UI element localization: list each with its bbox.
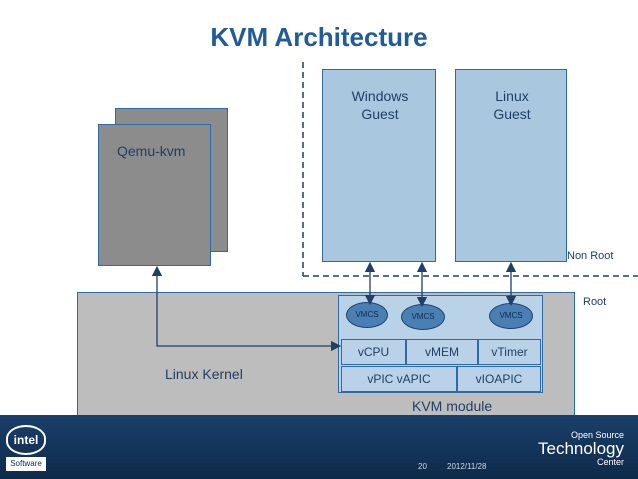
vioapic-cell: vIOAPIC [457,366,541,392]
windows-guest-label-line1: Windows [351,88,409,104]
linux-kernel-label: Linux Kernel [165,366,243,382]
linux-guest-label-line2: Guest [493,106,531,122]
root-label: Root [583,296,607,308]
linux-guest-box: Linux Guest [455,69,567,262]
vpic-vapic-cell: vPIC vAPIC [341,366,457,392]
vmcs-ellipse-3: VMCS [489,303,533,329]
ost-line1: Open Source [570,430,624,440]
vmcs-ellipse-1: VMCS [346,302,388,328]
vcpu-label: vCPU [357,345,390,359]
ost-line3: Center [596,457,624,467]
footer-bar [0,415,638,479]
kvm-module-label: KVM module [412,398,493,414]
vmem-label: vMEM [425,345,459,359]
vmem-cell: vMEM [406,339,478,365]
vmcs-label: VMCS [499,311,523,320]
qemu-kvm-label: Qemu-kvm [117,143,186,159]
slide-date: 2012/11/28 [447,462,487,471]
software-tag: Software [6,457,46,471]
intel-logo-text: intel [13,433,39,447]
vmcs-label: VMCS [355,310,379,319]
windows-guest-box: Windows Guest [322,69,436,262]
vtimer-label: vTimer [491,345,528,359]
windows-guest-label-line2: Guest [361,106,399,122]
linux-guest-label-line1: Linux [495,88,529,104]
vioapic-label: vIOAPIC [475,372,523,386]
vcpu-cell: vCPU [341,339,406,365]
ost-line2: Technology [537,439,624,458]
qemu-kvm-box: Qemu-kvm [98,124,211,266]
non-root-label: Non Root [567,250,614,262]
vtimer-cell: vTimer [478,339,541,365]
page-number: 20 [418,462,427,471]
vmcs-label: VMCS [411,312,435,321]
intel-logo: intel [6,425,46,455]
vpic-vapic-label: vPIC vAPIC [367,372,431,386]
vmcs-ellipse-2: VMCS [401,304,445,330]
arrow-qemu-kvm [151,265,342,352]
open-source-technology-center-logo: Open Source Technology Center [538,430,624,467]
page-title: KVM Architecture [210,22,428,52]
